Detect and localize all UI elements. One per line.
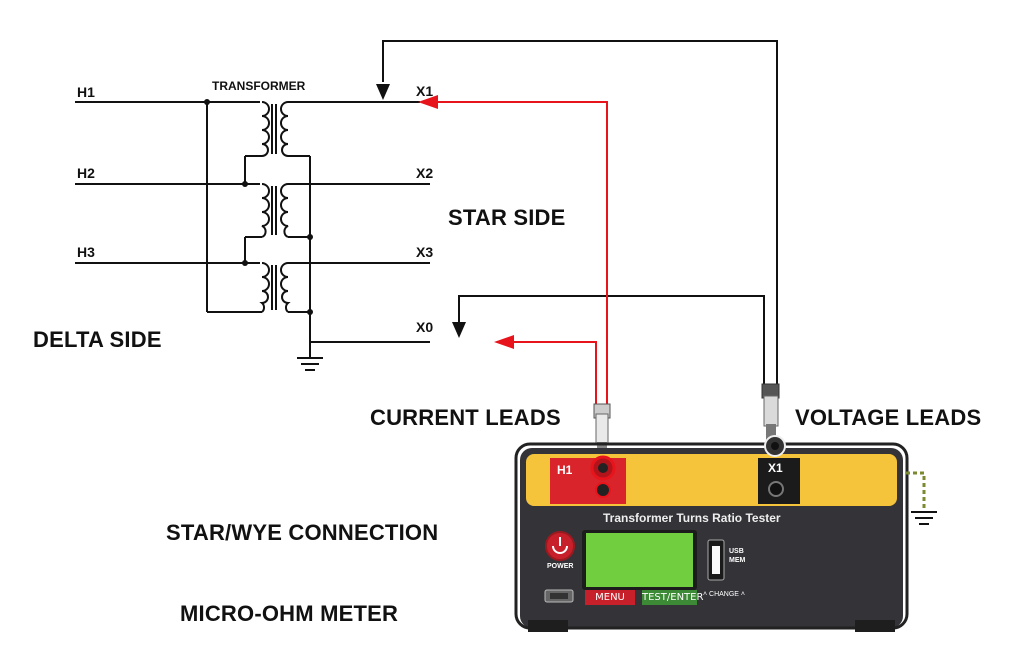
current-arrow-x1 (418, 95, 438, 109)
label-voltage-leads: VOLTAGE LEADS (795, 405, 982, 430)
voltage-arrow-x1 (376, 84, 390, 100)
test-device (514, 435, 909, 632)
label-delta-side: DELTA SIDE (33, 327, 162, 352)
lcd-screen (586, 533, 693, 587)
power-button[interactable] (546, 532, 574, 560)
current-lead-x0 (508, 341, 597, 408)
label-h1: H1 (77, 84, 95, 100)
label-transformer: TRANSFORMER (212, 79, 306, 93)
label-x1: X1 (416, 83, 434, 99)
device-h1-terminal-label: H1 (557, 463, 573, 477)
current-arrow-x0 (494, 335, 514, 349)
voltage-lead-x0 (458, 295, 765, 386)
label-x0: X0 (416, 319, 434, 335)
power-label: POWER (547, 563, 574, 570)
test-enter-button[interactable]: TEST/ENTER (642, 592, 704, 603)
primary-coils (259, 101, 270, 313)
label-star-side: STAR SIDE (448, 205, 566, 230)
label-current-leads: CURRENT LEADS (370, 405, 561, 430)
ground-symbol (297, 342, 323, 371)
label-star-wye-connection: STAR/WYE CONNECTION (166, 520, 439, 545)
change-label[interactable]: ˄ CHANGE ˄ (703, 591, 746, 598)
voltage-arrow-x0 (452, 322, 466, 338)
usb-label: USB (729, 548, 744, 555)
device-x1-terminal-label: X1 (768, 461, 783, 475)
label-x3: X3 (416, 244, 434, 260)
device-title: Transformer Turns Ratio Tester (603, 511, 781, 525)
label-micro-ohm-meter: MICRO-OHM METER (180, 601, 399, 626)
mem-label: MEM (729, 557, 746, 564)
label-x2: X2 (416, 165, 434, 181)
current-lead-x1 (432, 101, 608, 408)
menu-button[interactable]: MENU (595, 592, 625, 603)
label-h2: H2 (77, 165, 95, 181)
device-ground (906, 471, 937, 525)
label-h3: H3 (77, 244, 95, 260)
voltage-lead-x1 (382, 40, 778, 386)
voltage-lead-plug (761, 383, 780, 440)
secondary-coils (280, 101, 291, 313)
